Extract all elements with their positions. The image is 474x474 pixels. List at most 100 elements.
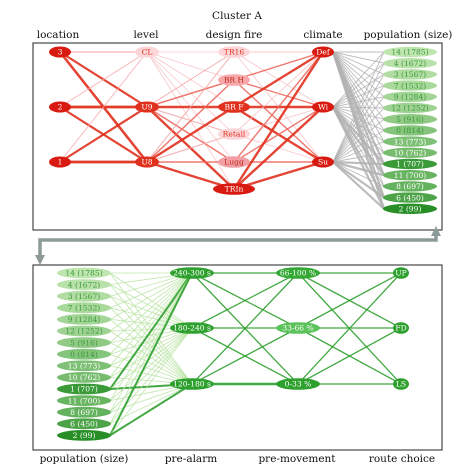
edge-pop-pa-7 (109, 295, 193, 329)
population-node-bottom-6: 5 (916) (57, 337, 111, 348)
population-node-top-0: 14 (1785) (383, 46, 437, 58)
edge-loc-lev-6 (59, 51, 148, 163)
edge-lev-fire-7 (146, 79, 235, 108)
population-node-bottom-14: 2 (99) (57, 430, 111, 441)
diagram-title: Cluster A (212, 10, 262, 22)
edge-fire-cli-6 (233, 50, 324, 109)
header-pre-movement: pre-movement (258, 453, 336, 465)
population-node-bottom-12-shape (57, 406, 111, 418)
population-node-bottom-9-label: 10 (762) (68, 373, 101, 382)
population-node-bottom-8: 13 (773) (57, 360, 111, 372)
fire-node-br-f-shape (218, 101, 250, 113)
population-node-bottom-12: 8 (697) (57, 406, 111, 418)
population-node-top-12-shape (383, 181, 437, 192)
edge-pop-pa-4 (109, 284, 193, 329)
population-node-bottom-7-shape (57, 348, 111, 360)
pre-alarm-node-2-shape (170, 378, 214, 390)
population-node-top-11-label: 11 (700) (394, 171, 427, 180)
edge-pa-pm-7 (191, 327, 299, 385)
location-node-2-label: 2 (58, 103, 63, 112)
edge-cli-pop-40 (332, 160, 385, 166)
edge-cli-pop-42 (332, 161, 385, 187)
bottom-panel-frame (32, 264, 443, 451)
population-node-top-7-label: 0 (814) (396, 126, 424, 135)
edge-lev-fire-15 (146, 133, 235, 163)
edge-fire-cli-9 (233, 51, 324, 135)
population-node-bottom-13-label: 6 (450) (70, 420, 98, 429)
population-node-top-4: 9 (1284) (383, 91, 437, 103)
population-node-top-14-shape (383, 203, 437, 214)
edge-pa-pm-6 (191, 272, 299, 385)
population-node-top-14-label: 2 (99) (399, 205, 422, 214)
population-node-bottom-11: 11 (700) (57, 395, 111, 406)
fire-node-trin: TRIn (213, 183, 255, 195)
population-node-top-8-shape (383, 136, 437, 147)
population-node-top-0-label: 14 (1785) (391, 48, 428, 57)
pre-movement-node-0-shape (276, 267, 320, 279)
population-node-bottom-12-label: 8 (697) (70, 408, 98, 417)
edge-pop-pa-27 (109, 272, 193, 378)
population-node-top-4-label: 9 (1284) (394, 93, 427, 102)
fire-node-retail-shape (218, 128, 250, 140)
edge-cli-pop-44 (332, 161, 385, 210)
pre-alarm-node-2: 120-180 s (170, 378, 214, 390)
climate-node-wi-shape (312, 101, 334, 113)
route-node-ls-label: LS (396, 380, 406, 389)
population-node-top-9-shape (383, 147, 437, 158)
level-node-u9-label: U9 (141, 103, 152, 112)
edge-cli-pop-32 (332, 74, 385, 163)
edge-pop-pa-36 (109, 272, 193, 413)
edge-fire-cli-12 (233, 51, 324, 163)
fire-node-lugg: Lugg (218, 156, 250, 168)
population-node-bottom-1: 4 (1672) (57, 279, 111, 290)
edge-lev-fire-6 (146, 51, 235, 108)
population-node-top-1-shape (383, 58, 437, 69)
route-node-up-shape (393, 267, 409, 279)
level-node-u8-shape (135, 156, 159, 168)
location-node-1: 1 (49, 156, 71, 168)
population-node-bottom-4-shape (57, 314, 111, 325)
level-node-u8-label: U8 (141, 158, 152, 167)
population-node-top-10-shape (383, 158, 437, 170)
population-node-bottom-7-label: 0 (814) (70, 350, 98, 359)
edge-pop-pa-33 (109, 272, 193, 401)
edge-lev-fire-14 (146, 105, 235, 164)
population-node-top-9: 10 (762) (383, 147, 437, 158)
pre-alarm-node-0-shape (170, 267, 214, 279)
pre-movement-node-0: 66-100 % (276, 267, 320, 279)
pre-alarm-node-1-shape (170, 322, 214, 334)
population-node-bottom-14-label: 2 (99) (73, 431, 96, 440)
population-node-top-9-label: 10 (762) (394, 149, 427, 158)
population-node-top-3-shape (383, 80, 437, 91)
edge-cli-pop-39 (332, 152, 385, 163)
pre-alarm-node-1: 180-240 s (170, 322, 214, 334)
population-node-bottom-10-shape (57, 383, 111, 395)
location-node-1-label: 1 (58, 158, 63, 167)
header-route-choice: route choice (369, 453, 435, 465)
population-node-top-7-shape (383, 125, 437, 136)
population-node-top-7: 0 (814) (383, 125, 437, 136)
population-node-bottom-13-shape (57, 418, 111, 430)
population-node-top-8-label: 13 (773) (394, 137, 427, 146)
bottom-nodes: 14 (1785)4 (1672)3 (1567)7 (1532)9 (1284… (57, 267, 409, 441)
edge-cli-pop-35 (332, 107, 385, 163)
route-node-fd-label: FD (395, 324, 406, 333)
climate-node-su-shape (312, 156, 334, 168)
population-node-bottom-3: 7 (1532) (57, 302, 111, 314)
climate-node-wi: Wi (312, 101, 334, 113)
location-node-3: 3 (49, 46, 71, 58)
level-node-u9-shape (135, 101, 159, 113)
population-node-bottom-3-label: 7 (1532) (68, 304, 101, 313)
pre-alarm-node-1-label: 180-240 s (173, 324, 211, 333)
edge-fire-cli-17 (233, 160, 324, 191)
edge-fire-cli-15 (232, 51, 325, 190)
population-node-bottom-14-shape (57, 430, 111, 441)
population-node-bottom-5-label: 12 (1252) (65, 327, 102, 336)
level-node-cl-label: CL (142, 48, 153, 57)
edge-pop-pa-9 (109, 272, 193, 309)
population-node-top-5: 12 (1252) (383, 102, 437, 114)
edge-pop-pa-12 (109, 272, 193, 320)
header-population-bottom: population (size) (40, 453, 129, 465)
edge-pop-pa-44 (109, 383, 193, 437)
